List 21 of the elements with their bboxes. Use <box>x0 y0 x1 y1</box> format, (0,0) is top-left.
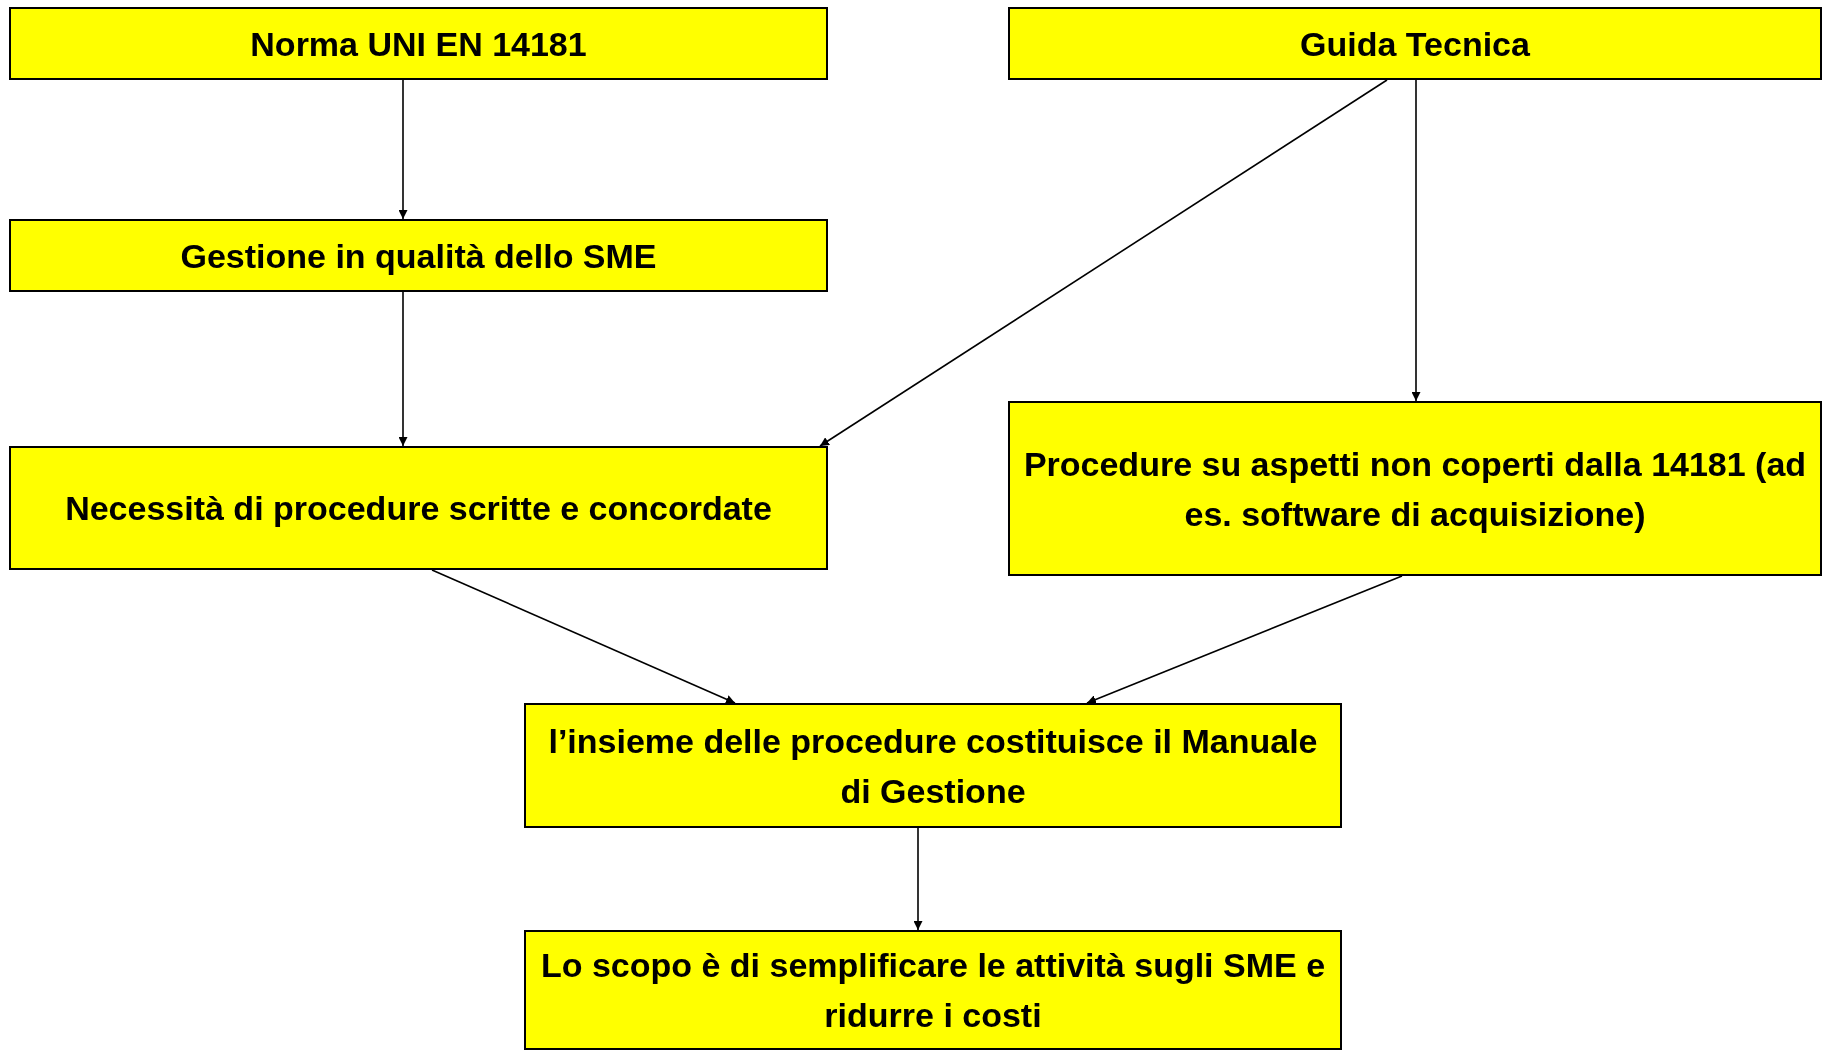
process-box <box>9 446 828 570</box>
arrow <box>398 291 408 447</box>
box-label: Procedure su aspetti non coperti dalla 14181 (ad es. software di acquisizione) <box>1022 443 1808 535</box>
arrow <box>431 569 736 704</box>
arrow <box>1086 575 1403 704</box>
box-label: Necessità di procedure scritte e concordate <box>65 488 772 529</box>
box-label: Gestione in qualità dello SME <box>180 235 657 277</box>
box-label: Lo scopo è di semplificare le attività sugli SME e ridurre i costi <box>539 945 1327 1036</box>
arrow <box>913 827 923 931</box>
arrow <box>1411 79 1421 402</box>
box-label: Norma UNI EN 14181 <box>250 23 587 65</box>
box-label: l’insieme delle procedure costituisce il Manuale di Gestione <box>547 720 1319 812</box>
process-box <box>9 7 828 80</box>
process-box <box>524 703 1342 828</box>
arrow <box>398 79 408 220</box>
box-label: Guida Tecnica <box>1300 23 1530 65</box>
process-box <box>1008 7 1822 80</box>
process-box <box>1008 401 1822 576</box>
process-box <box>524 930 1342 1050</box>
process-box <box>9 219 828 292</box>
arrow <box>819 79 1388 447</box>
